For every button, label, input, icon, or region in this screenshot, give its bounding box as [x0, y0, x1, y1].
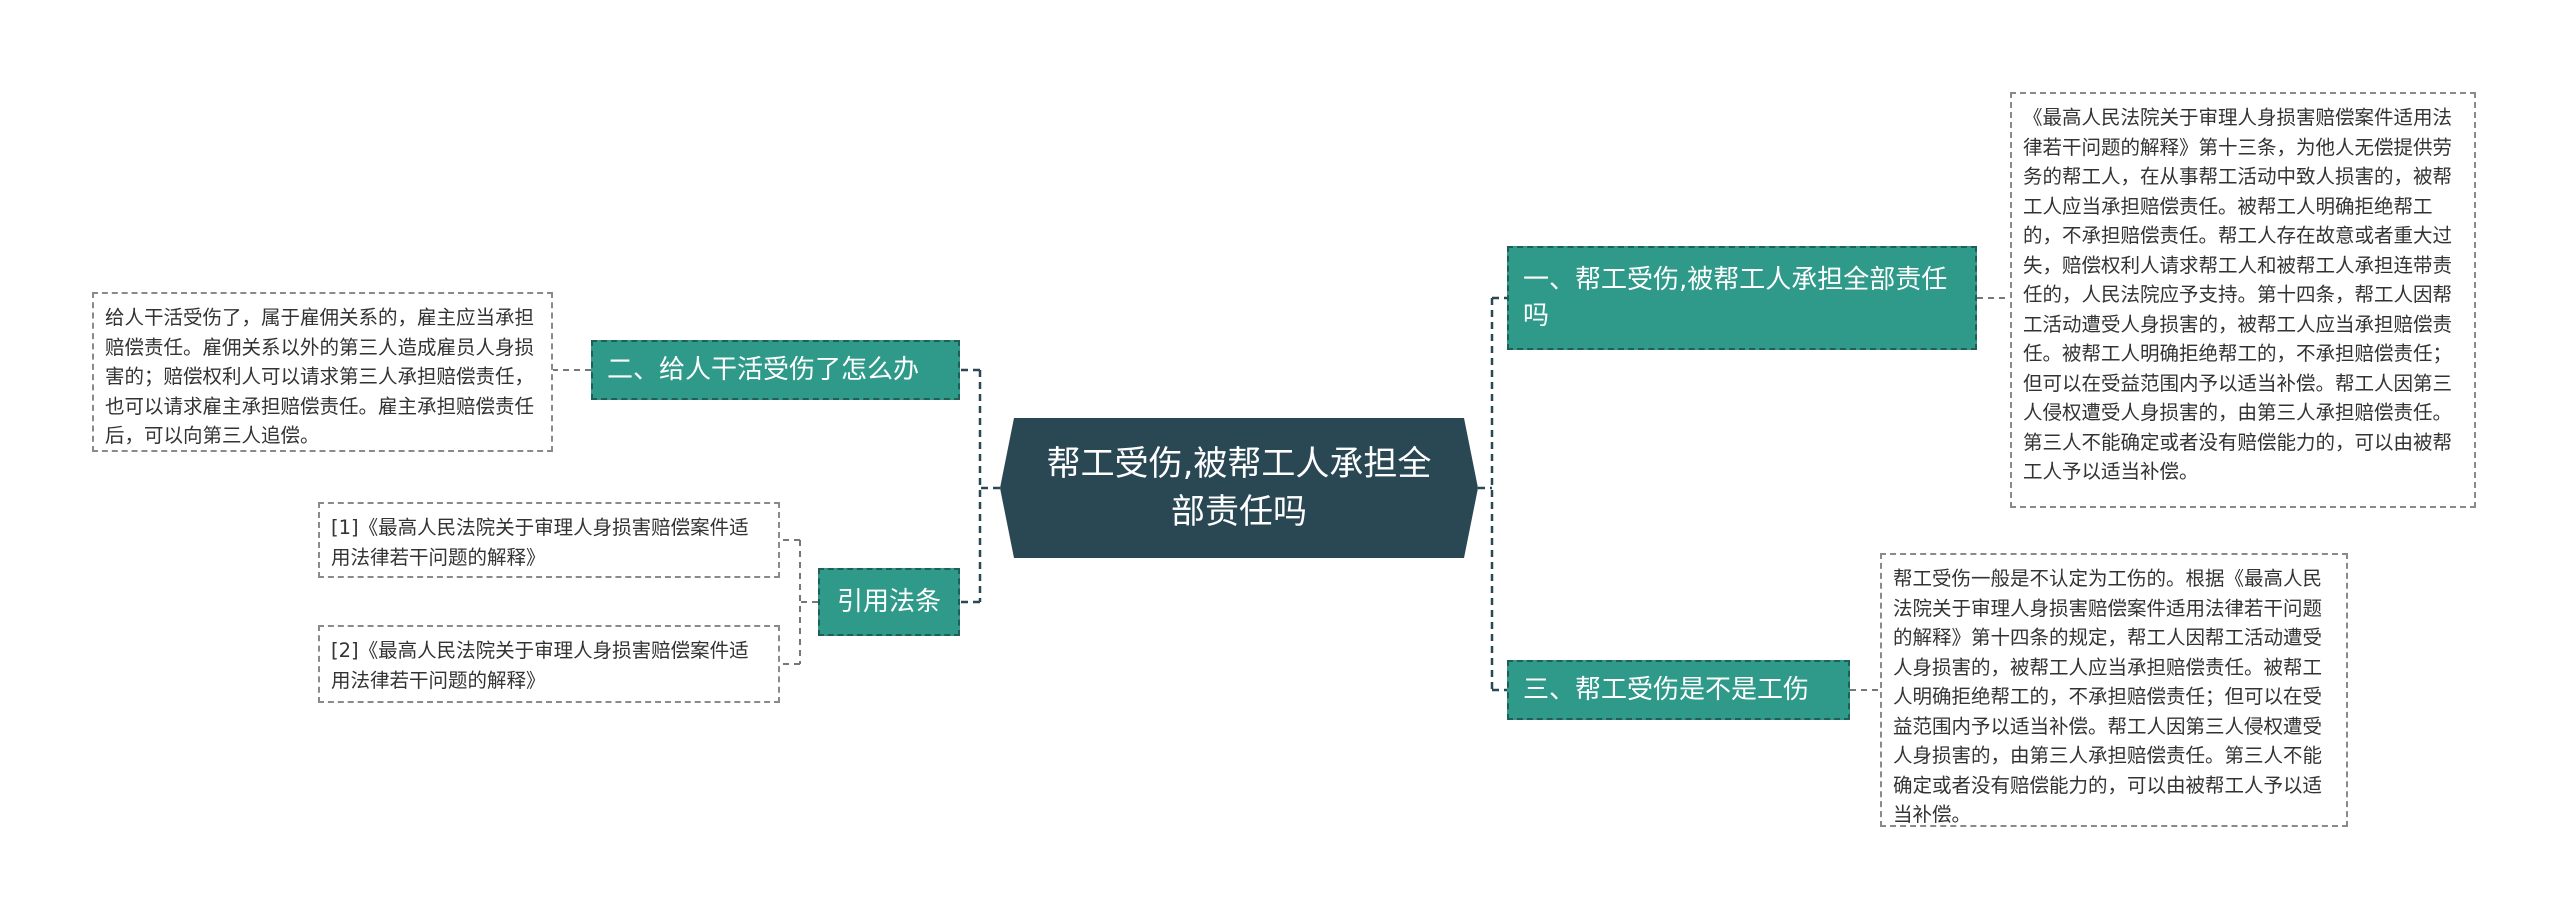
reference-2-note[interactable]: [2]《最高人民法院关于审理人身损害赔偿案件适用法律若干问题的解释》: [318, 625, 780, 703]
branch-2-detail-note[interactable]: 给人干活受伤了，属于雇佣关系的，雇主应当承担赔偿责任。雇佣关系以外的第三人造成雇…: [92, 292, 553, 452]
branch-2-label: 二、给人干活受伤了怎么办: [607, 355, 920, 385]
reference-1-note[interactable]: [1]《最高人民法院关于审理人身损害赔偿案件适用法律若干问题的解释》: [318, 502, 780, 578]
branch-1-detail-note[interactable]: 《最高人民法院关于审理人身损害赔偿案件适用法律若干问题的解释》第十三条，为他人无…: [2010, 92, 2476, 508]
branch-2-detail-text: 给人干活受伤了，属于雇佣关系的，雇主应当承担赔偿责任。雇佣关系以外的第三人造成雇…: [105, 306, 535, 447]
branch-3-detail-text: 帮工受伤一般是不认定为工伤的。根据《最高人民法院关于审理人身损害赔偿案件适用法律…: [1893, 567, 2323, 826]
branch-2-topic[interactable]: 二、给人干活受伤了怎么办: [591, 340, 960, 400]
branch-3-topic[interactable]: 三、帮工受伤是不是工伤: [1507, 660, 1850, 720]
central-topic-text: 帮工受伤,被帮工人承担全部责任吗: [1046, 444, 1432, 532]
branch-3-label: 三、帮工受伤是不是工伤: [1523, 675, 1810, 705]
central-topic[interactable]: 帮工受伤,被帮工人承担全部责任吗: [1000, 418, 1478, 558]
references-topic[interactable]: 引用法条: [818, 568, 960, 636]
references-label: 引用法条: [836, 587, 941, 617]
reference-2-text: [2]《最高人民法院关于审理人身损害赔偿案件适用法律若干问题的解释》: [331, 639, 749, 692]
branch-1-detail-text: 《最高人民法院关于审理人身损害赔偿案件适用法律若干问题的解释》第十三条，为他人无…: [2023, 106, 2453, 483]
branch-1-label: 一、帮工受伤,被帮工人承担全部责任吗: [1523, 265, 1948, 331]
reference-1-text: [1]《最高人民法院关于审理人身损害赔偿案件适用法律若干问题的解释》: [331, 516, 749, 569]
branch-1-topic[interactable]: 一、帮工受伤,被帮工人承担全部责任吗: [1507, 246, 1977, 350]
branch-3-detail-note[interactable]: 帮工受伤一般是不认定为工伤的。根据《最高人民法院关于审理人身损害赔偿案件适用法律…: [1880, 553, 2348, 827]
